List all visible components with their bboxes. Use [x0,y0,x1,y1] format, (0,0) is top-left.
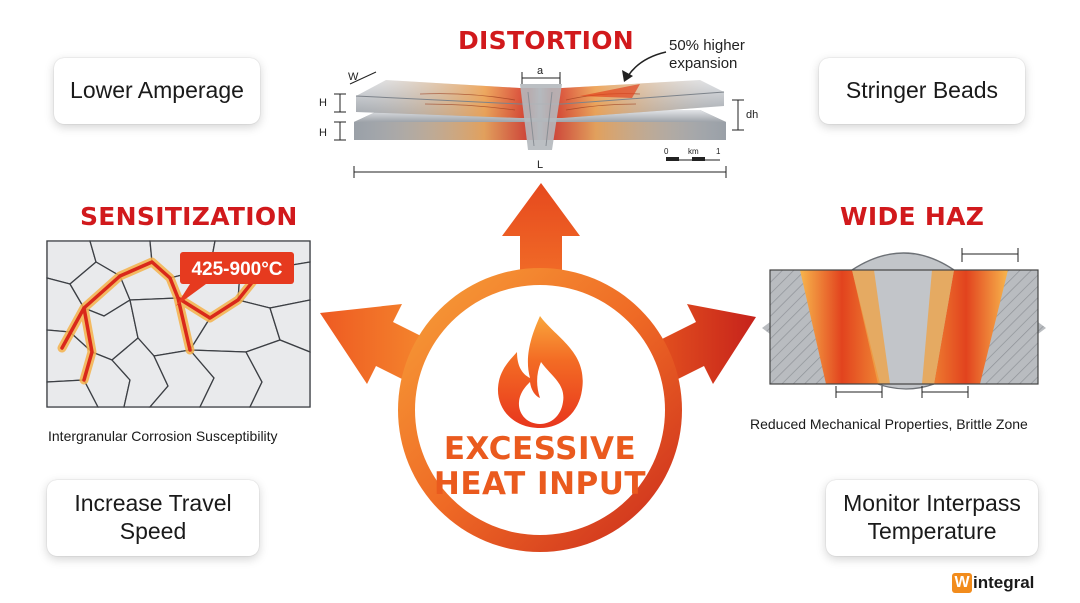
flame-icon [497,316,583,428]
remedy-card-stringer-beads: Stringer Beads [819,58,1025,124]
remedy-label-line-1: Increase Travel [74,490,232,517]
dim-h1-label: H [319,97,327,109]
temperature-label: 425-900°C [191,259,282,280]
remedy-label: Stringer Beads [845,77,999,104]
sensitization-heading: SENSITIZATION [80,202,298,231]
callout-line-1: 50% higher [669,37,745,54]
sensitization-illustration [46,240,311,408]
haz-illustration [762,248,1046,398]
remedy-label-line-2: Speed [119,518,187,544]
distortion-illustration [334,51,744,178]
scale-unit-label: km [688,147,699,156]
wide-haz-heading: WIDE HAZ [840,202,985,231]
brand-name: integral [973,573,1035,592]
dim-h2-label: H [319,127,327,139]
dim-l-label: L [537,159,543,171]
sensitization-caption: Intergranular Corrosion Susceptibility [48,428,278,444]
remedy-label: Lower Amperage [70,77,244,104]
remedy-card-interpass-temp: Monitor Interpass Temperature [826,480,1038,556]
dim-w-label: W [348,71,359,83]
scale-one-label: 1 [716,147,721,156]
distortion-heading: DISTORTION [458,26,635,55]
center-title-line-2: HEAT INPUT [433,465,647,502]
dim-dh-label: dh [746,109,758,121]
distortion-dimension-labels: W a H H dh L 0 km 1 [319,65,758,171]
remedy-label-line-1: Monitor Interpass [843,490,1021,517]
dim-a-label: a [537,65,544,77]
center-title: EXCESSIVE HEAT INPUT [420,432,660,501]
callout-line-2: expansion [669,55,737,72]
remedy-card-travel-speed: Increase Travel Speed [47,480,259,556]
brand-mark: W [952,573,972,593]
brand-logo: W integral [952,572,1034,594]
scale-zero-label: 0 [664,147,669,156]
remedy-label-line-2: Temperature [867,518,997,544]
center-title-line-1: EXCESSIVE [443,431,637,467]
arrow-right [652,304,756,388]
haz-caption: Reduced Mechanical Properties, Brittle Z… [750,416,1028,432]
remedy-card-lower-amperage: Lower Amperage [54,58,260,124]
